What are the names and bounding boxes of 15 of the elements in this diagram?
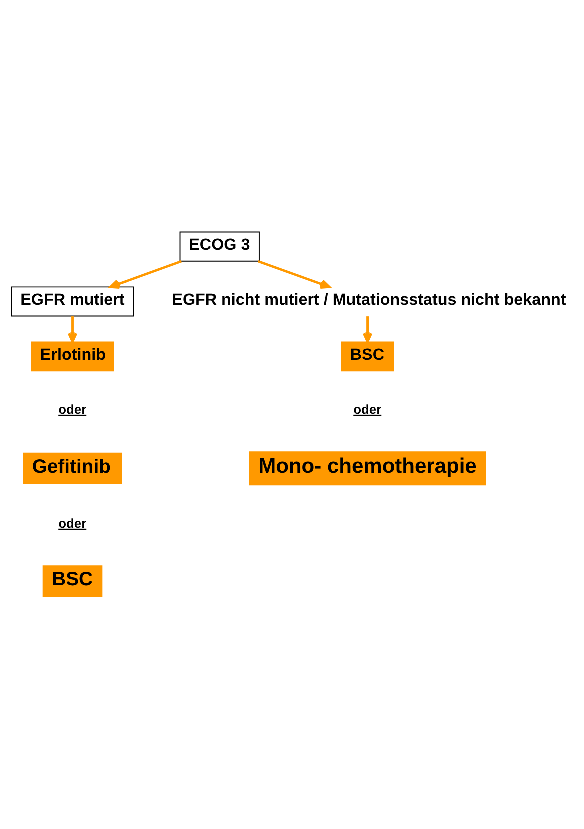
node-box: Erlotinib [31, 342, 114, 372]
arrow [362, 316, 373, 343]
node-box: EGFR mutiert [11, 286, 134, 317]
label: oder [354, 402, 382, 417]
node-box: ECOG 3 [180, 232, 260, 262]
arrow [258, 260, 331, 290]
node-box: Mono- chemotherapie [249, 452, 486, 486]
arrow [68, 316, 78, 343]
label: oder [58, 516, 87, 531]
arrow [110, 260, 182, 289]
label: oder [58, 402, 87, 417]
node-text: EGFR nicht mutiert / Mutationsstatus nicht bekannt [172, 290, 566, 309]
node-box: BSC [341, 342, 394, 372]
node-box: Gefitinib [23, 452, 122, 484]
node-box: BSC [42, 566, 103, 598]
